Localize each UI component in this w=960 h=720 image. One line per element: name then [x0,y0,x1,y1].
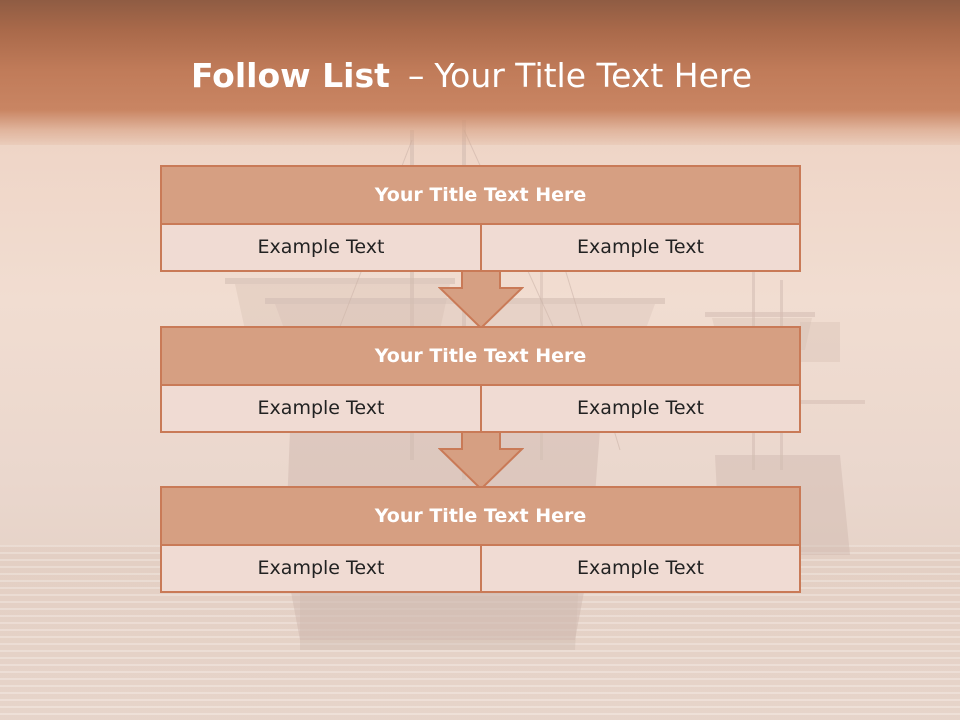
block-heading: Your Title Text Here [162,488,799,546]
title-rest: Your Title Text Here [434,56,753,95]
slide-title: Follow List–Your Title Text Here [0,52,943,100]
block-right-text: Example Text [482,225,799,270]
list-block-1: Your Title Text Here Example Text Exampl… [160,165,801,272]
block-heading: Your Title Text Here [162,167,799,225]
block-right-text: Example Text [482,546,799,591]
list-block-2: Your Title Text Here Example Text Exampl… [160,326,801,433]
block-left-text: Example Text [162,386,482,431]
block-left-text: Example Text [162,225,482,270]
list-block-3: Your Title Text Here Example Text Exampl… [160,486,801,593]
down-arrow-icon [438,431,524,491]
block-left-text: Example Text [162,546,482,591]
down-arrow-icon [438,270,524,330]
title-band [0,0,960,145]
block-right-text: Example Text [482,386,799,431]
title-bold-part: Follow List [190,56,390,95]
block-heading: Your Title Text Here [162,328,799,386]
title-separator: – [407,56,425,95]
